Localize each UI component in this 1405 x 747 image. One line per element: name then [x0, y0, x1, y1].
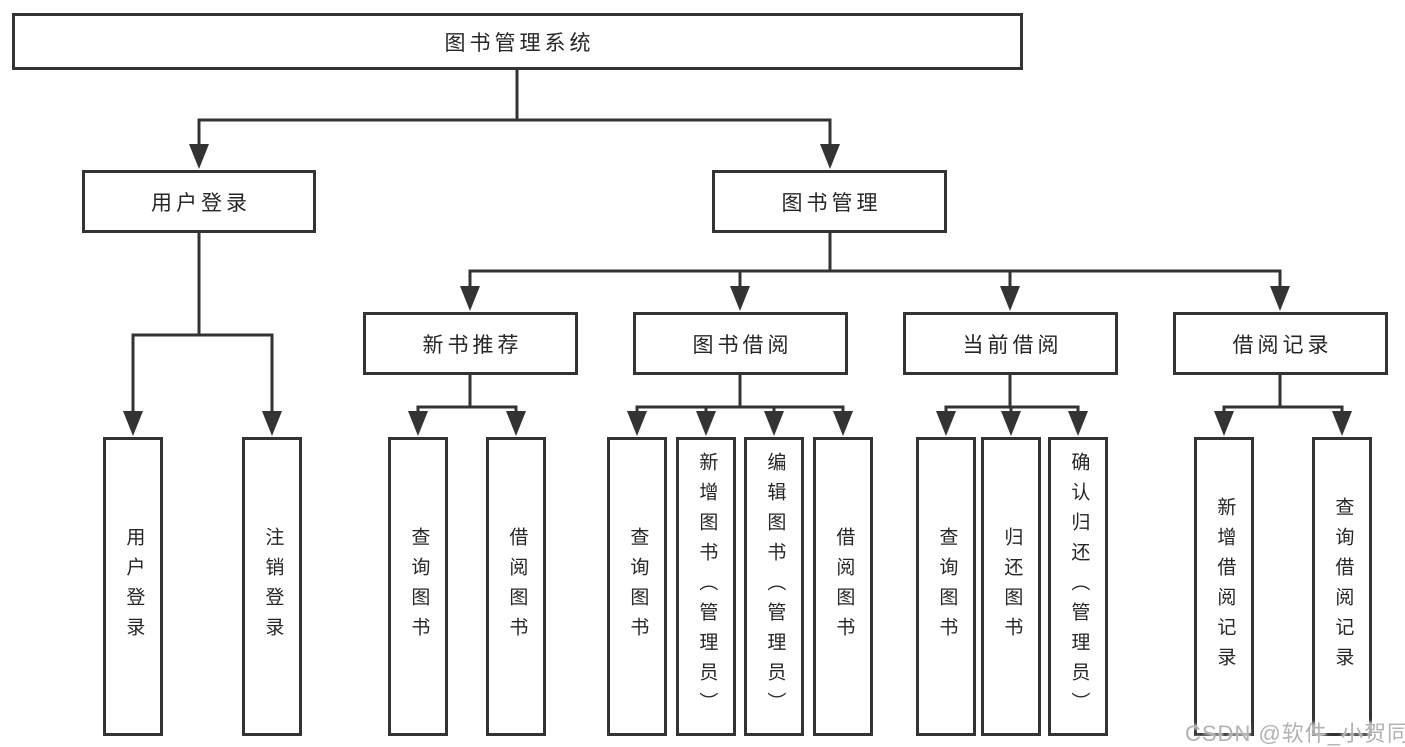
node-label: 图书管理 — [781, 191, 882, 215]
leaf-borrow-books-newbook: 借阅图书 — [486, 437, 546, 736]
node-label: 图书管理系统 — [444, 31, 595, 55]
connector-userlogin-rail — [131, 333, 274, 413]
node-label: 图书借阅 — [692, 333, 793, 357]
arrowhead — [764, 411, 784, 436]
leaf-label: 新增图书（管理员） — [696, 451, 718, 722]
node-user-login: 用户登录 — [82, 170, 316, 233]
leaf-label: 注销登录 — [262, 526, 284, 647]
arrowhead — [1270, 286, 1290, 311]
leaf-add-books-admin: 新增图书（管理员） — [676, 437, 736, 736]
watermark: CSDN @软件_小贺同学 — [1185, 721, 1405, 746]
node-label: 借阅记录 — [1232, 333, 1333, 357]
leaf-logout: 注销登录 — [242, 437, 302, 736]
leaf-label: 用户登录 — [123, 526, 145, 647]
arrowhead — [1332, 411, 1352, 436]
leaf-query-books-newbook: 查询图书 — [388, 437, 448, 736]
connector-level2-rail — [197, 118, 832, 147]
leaf-query-borrow-record: 查询借阅记录 — [1312, 437, 1372, 736]
node-library-management-system: 图书管理系统 — [12, 13, 1023, 70]
arrowheads — [123, 144, 1352, 436]
leaf-label: 编辑图书（管理员） — [764, 451, 786, 722]
arrowhead — [1214, 411, 1234, 436]
arrowhead — [408, 411, 428, 436]
arrowhead — [730, 286, 750, 311]
leaf-add-borrow-record: 新增借阅记录 — [1194, 437, 1254, 736]
leaf-label: 查询图书 — [408, 526, 430, 647]
node-label: 当前借阅 — [962, 333, 1063, 357]
arrowhead — [189, 144, 209, 169]
arrowhead — [833, 411, 853, 436]
leaf-user-login: 用户登录 — [103, 437, 163, 736]
leaf-label: 新增借阅记录 — [1214, 496, 1236, 677]
leaf-label: 借阅图书 — [506, 526, 528, 647]
node-current-borrowing: 当前借阅 — [903, 312, 1118, 375]
arrowhead — [1068, 411, 1088, 436]
arrowhead — [820, 144, 840, 169]
leaf-query-books-borrow: 查询图书 — [607, 437, 667, 736]
arrowhead — [627, 411, 647, 436]
connector-records-rail — [1222, 405, 1344, 414]
leaf-return-books: 归还图书 — [981, 437, 1041, 736]
node-label: 新书推荐 — [422, 333, 523, 357]
node-book-borrowing: 图书借阅 — [633, 312, 848, 375]
node-book-management: 图书管理 — [712, 170, 947, 233]
arrowhead — [460, 286, 480, 311]
arrowhead — [1000, 286, 1020, 311]
connector-borrow-rail — [635, 405, 845, 414]
connector-newbook-rail — [416, 405, 518, 414]
leaf-label: 确认归还（管理员） — [1068, 451, 1090, 722]
node-new-book-recommendation: 新书推荐 — [363, 312, 578, 375]
arrowhead — [123, 411, 143, 436]
leaf-label: 查询图书 — [627, 526, 649, 647]
arrowhead — [936, 411, 956, 436]
node-label: 用户登录 — [151, 191, 251, 215]
arrowhead — [696, 411, 716, 436]
node-borrowing-records: 借阅记录 — [1173, 312, 1388, 375]
arrowhead — [1001, 411, 1021, 436]
leaf-borrow-books: 借阅图书 — [813, 437, 873, 736]
connector-level3-rail — [468, 269, 1282, 289]
arrowhead — [262, 411, 282, 436]
leaf-label: 归还图书 — [1001, 526, 1023, 647]
leaf-edit-books-admin: 编辑图书（管理员） — [744, 437, 804, 736]
leaf-label: 借阅图书 — [833, 526, 855, 647]
connector-paths — [131, 70, 1344, 414]
leaf-confirm-return-admin: 确认归还（管理员） — [1048, 437, 1108, 736]
leaf-label: 查询借阅记录 — [1332, 496, 1354, 677]
leaf-label: 查询图书 — [936, 526, 958, 647]
leaf-query-books-current: 查询图书 — [916, 437, 976, 736]
arrowhead — [506, 411, 526, 436]
